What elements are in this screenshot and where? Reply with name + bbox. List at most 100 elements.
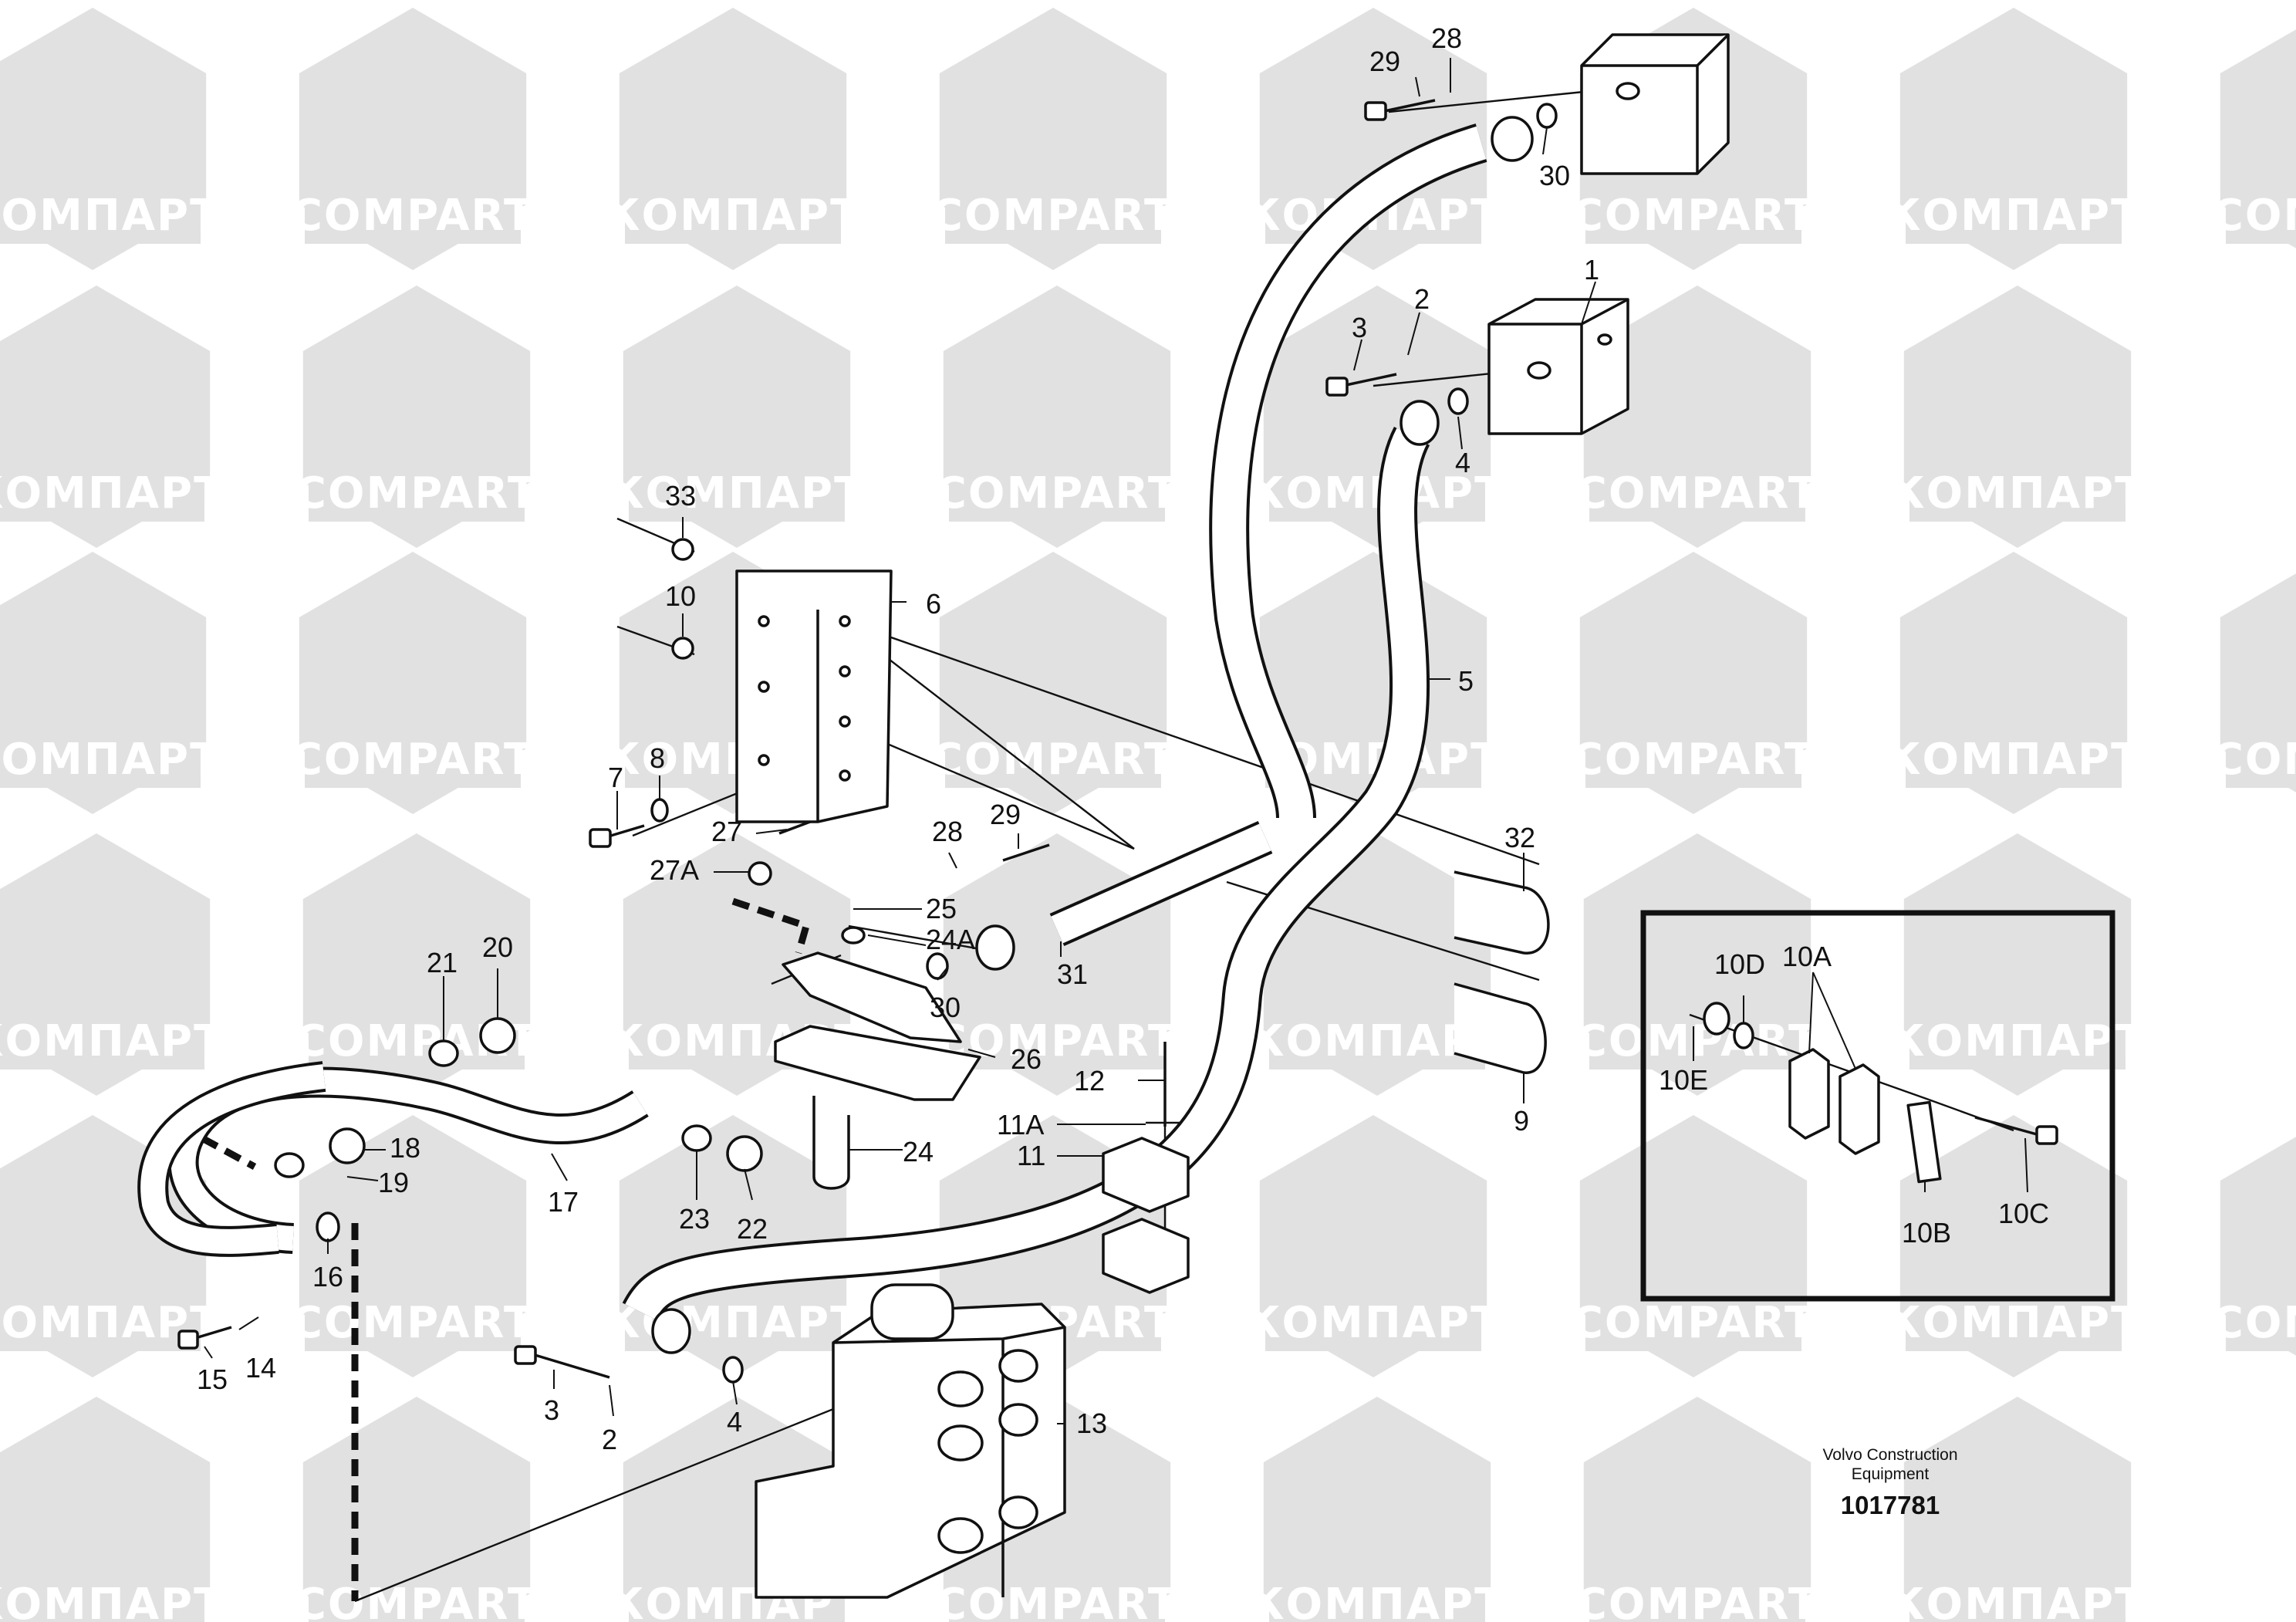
watermark-banner	[1585, 1294, 1801, 1351]
control-valve-13	[755, 1283, 1066, 1599]
watermark-text: КОМПАРТ	[0, 468, 225, 519]
callout-21: 21	[427, 947, 458, 978]
watermark-text: COMPART	[2212, 735, 2296, 785]
watermark-banner	[0, 731, 201, 788]
watermark-text: КОМПАРТ	[1886, 1298, 2142, 1348]
drawing-credit: Volvo Construction Equipment 1017781	[1822, 1446, 1957, 1519]
callout-26: 26	[1011, 1043, 1042, 1075]
callout-24: 24	[903, 1136, 934, 1168]
callout-4: 4	[1455, 447, 1470, 478]
watermark-text: COMPART	[931, 735, 1175, 785]
callout-8: 8	[650, 742, 665, 774]
callout-13: 13	[1076, 1407, 1107, 1439]
callout-17: 17	[548, 1186, 579, 1218]
watermark-banner	[1585, 731, 1801, 788]
watermark-text: КОМПАРТ	[1886, 735, 2142, 785]
watermark-banner	[949, 1012, 1165, 1070]
callout-2-bottom: 2	[602, 1424, 617, 1455]
watermark-text: COMPART	[291, 1298, 535, 1348]
watermark-text: COMPART	[1575, 1016, 1819, 1066]
watermark-banner	[0, 1294, 201, 1351]
watermark-banner	[1269, 1576, 1485, 1622]
watermark-banner	[949, 1576, 1165, 1622]
watermark-banner	[1909, 1576, 2125, 1622]
bracket-26	[774, 951, 981, 1101]
callout-30-top: 30	[1539, 160, 1570, 191]
watermark-banner	[1265, 1294, 1481, 1351]
watermark-text: КОМПАРТ	[0, 191, 221, 241]
callout-29-mid: 29	[990, 799, 1021, 830]
watermark-text: COMPART	[1572, 735, 1815, 785]
watermark-text: COMPART	[935, 468, 1179, 519]
callout-10E: 10E	[1659, 1064, 1708, 1096]
inset-10-parts	[1788, 1048, 1942, 1184]
credit-subtitle: Equipment	[1852, 1465, 1930, 1483]
bolts	[177, 99, 2058, 1379]
callout-32: 32	[1504, 822, 1535, 853]
watermark-banner	[309, 465, 525, 522]
callout-3-bottom: 3	[544, 1394, 559, 1426]
callout-labels: 1 2 3 4 5 6 29 28 30 33 10 7 8 27 27A 28…	[197, 22, 2049, 1455]
watermark-hexagon	[1583, 1397, 1811, 1622]
callout-19: 19	[378, 1167, 409, 1198]
part-shapes	[177, 33, 2058, 1599]
callout-10B: 10B	[1902, 1217, 1951, 1249]
credit-company: Volvo Construction	[1822, 1446, 1957, 1464]
watermark-banner	[1589, 465, 1805, 522]
callout-2: 2	[1414, 283, 1430, 315]
watermark-banner	[945, 731, 1161, 788]
watermark-banner	[1269, 1012, 1485, 1070]
watermark-text: COMPART	[291, 735, 535, 785]
watermark-text: COMPART	[2212, 1298, 2296, 1348]
watermark-banner	[2226, 1294, 2296, 1351]
watermark-banner	[0, 187, 201, 244]
watermark-text: COMPART	[1575, 468, 1819, 519]
callout-10C: 10C	[1998, 1198, 2049, 1229]
watermark-text: COMPART	[1572, 191, 1815, 241]
watermark-hexagon	[1263, 1397, 1491, 1622]
leader-lines	[204, 58, 2028, 1424]
watermark-banner	[2226, 187, 2296, 244]
callout-18: 18	[390, 1132, 420, 1164]
callout-15: 15	[197, 1363, 228, 1395]
watermark-banner	[1269, 465, 1485, 522]
watermark-text: COMPART	[291, 191, 535, 241]
watermark-text: КОМПАРТ	[1889, 468, 2146, 519]
watermark-banner	[1589, 1576, 1805, 1622]
watermark-banner	[1585, 187, 1801, 244]
watermark-banner	[1906, 731, 2122, 788]
watermark-banner	[309, 1576, 525, 1622]
watermark-text: КОМПАРТ	[1889, 1016, 2146, 1066]
watermark-text: COMPART	[1572, 1298, 1815, 1348]
watermark-banner	[1589, 1012, 1805, 1070]
callout-27: 27	[711, 816, 742, 847]
watermark-text: КОМПАРТ	[1245, 1298, 1502, 1348]
watermark-banner	[1909, 1012, 2125, 1070]
callout-5: 5	[1458, 665, 1474, 697]
bracket-6	[735, 569, 893, 823]
watermark-text: КОМПАРТ	[1249, 468, 1506, 519]
callout-11: 11	[1017, 1140, 1045, 1171]
hoses	[137, 123, 1487, 1322]
watermark-text: КОМПАРТ	[0, 1580, 225, 1622]
watermark-layer: КОМПАРТ COMPART КОМПАРТ COMPART КОМПАРТ COMPA…	[0, 8, 2296, 1622]
callout-10D: 10D	[1714, 948, 1765, 980]
watermark-banner	[629, 465, 845, 522]
callout-31: 31	[1057, 958, 1088, 990]
watermark-banner	[305, 187, 521, 244]
drawing-number: 1017781	[1841, 1491, 1940, 1519]
callout-6: 6	[926, 588, 941, 620]
watermark-banner	[625, 187, 841, 244]
inset-detail-box	[1640, 910, 2115, 1302]
watermark-hexagon	[302, 1397, 531, 1622]
callout-24A: 24A	[926, 924, 975, 955]
watermark-banner	[1906, 1294, 2122, 1351]
callout-33: 33	[665, 480, 696, 512]
watermark-banner	[949, 465, 1165, 522]
watermark-banner	[1909, 465, 2125, 522]
watermark-hexagon	[0, 1397, 211, 1622]
callout-9: 9	[1514, 1105, 1529, 1137]
clamp-11	[1102, 1137, 1190, 1294]
callout-12: 12	[1074, 1065, 1105, 1097]
